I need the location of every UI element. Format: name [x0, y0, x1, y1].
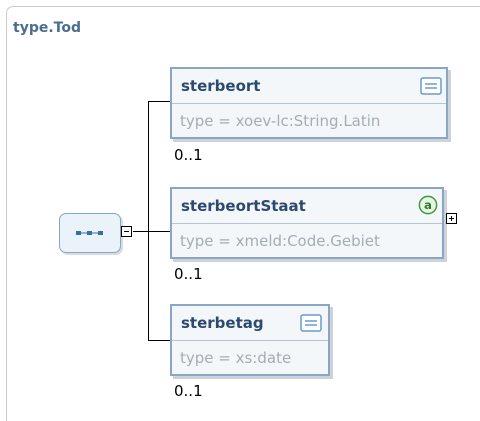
attribute-icon: a [418, 195, 438, 215]
element-type: type = xmeld:Code.Gebiet [180, 232, 380, 250]
documentation-icon [300, 314, 322, 332]
collapse-sequence-toggle[interactable] [121, 226, 132, 237]
svg-text:a: a [424, 198, 432, 212]
cardinality-sterbeortstaat: 0..1 [174, 265, 203, 283]
connector-toggle-to-trunk [133, 231, 149, 232]
element-type: type = xs:date [180, 349, 292, 367]
documentation-icon [420, 77, 442, 95]
cardinality-sterbeort: 0..1 [174, 146, 203, 164]
element-name: sterbeortStaat [181, 197, 306, 215]
element-name: sterbeort [181, 77, 261, 95]
element-type: type = xoev-lc:String.Latin [180, 112, 381, 130]
complex-type-title: type.Tod [13, 20, 81, 36]
cardinality-sterbetag: 0..1 [174, 382, 203, 400]
element-sterbetag[interactable]: sterbetag type = xs:date [170, 304, 330, 376]
element-header: sterbetag [172, 306, 328, 341]
element-header: sterbeort [172, 69, 446, 104]
element-header: sterbeortStaat a [172, 189, 442, 224]
connector-trunk [148, 101, 149, 341]
element-sterbeortstaat[interactable]: sterbeortStaat a type = xmeld:Code.Gebie… [170, 187, 444, 259]
element-sterbeort[interactable]: sterbeort type = xoev-lc:String.Latin [170, 67, 448, 139]
connector-branch-sterbeortstaat [148, 231, 170, 232]
connector-branch-sterbetag [148, 340, 170, 341]
sequence-compositor[interactable] [59, 213, 121, 253]
sequence-compositor-icon [76, 231, 103, 235]
element-name: sterbetag [181, 314, 264, 332]
connector-branch-sterbeort [148, 101, 170, 102]
expand-sterbeortstaat-toggle[interactable] [446, 213, 457, 224]
